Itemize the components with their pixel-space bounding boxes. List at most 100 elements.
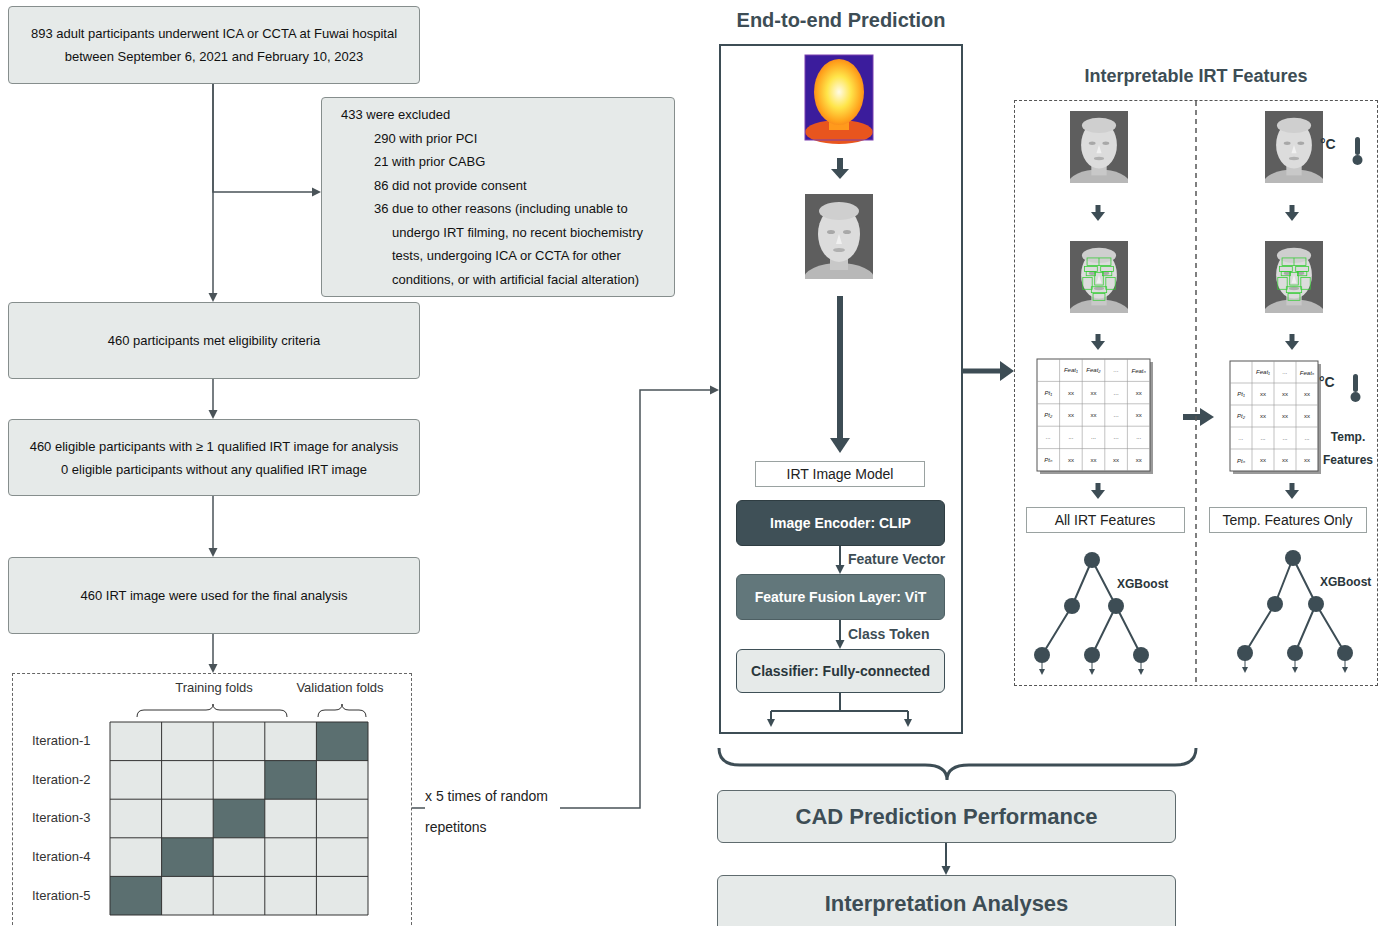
arrowhead [836,565,845,574]
iteration-label: Iteration-4 [32,849,91,864]
encoder-box: Image Encoder: CLIP [736,500,945,546]
connector [836,546,845,574]
grayscale-image [1083,258,1115,300]
node-text: 893 adult participants underwent ICA or … [23,22,405,68]
bracket [137,704,287,717]
table-cell: xx [1296,449,1318,471]
feature-table [1274,361,1275,471]
fold-grid [316,722,317,915]
fold-grid [162,838,214,877]
table-cell: xx [1252,383,1274,405]
fusion-box: Feature Fusion Layer: ViT [736,574,945,620]
decision-tree-icon [1084,552,1100,568]
table-cell: xx [1274,383,1296,405]
table-cell: xx [1127,381,1150,403]
grayscale-image [803,111,1325,328]
table-cell: xx [1274,405,1296,427]
fold-grid [316,722,368,761]
decision-tree-icon [1267,596,1283,612]
table-cell: ... [1037,426,1060,448]
flow-arrow [1285,212,1299,221]
table-cell: ... [1296,427,1318,449]
node-text: Interpretation Analyses [825,891,1069,917]
node-text: 0 eligible participants without any qual… [61,458,367,481]
grayscale-image [1263,111,1324,198]
fold-label: Validation folds [268,680,412,695]
decision-tree-icon [1292,667,1298,673]
classifier-output [771,693,908,720]
fold-grid [110,837,368,838]
flow-arrow [1091,490,1105,499]
flow-arrow [1096,483,1101,491]
table-cell: xx [1296,383,1318,405]
table-cell: Pt₂ [1037,404,1060,426]
flow-arrow [831,169,849,179]
flow-arrow [1285,490,1299,499]
decision-tree-icon [1034,550,1353,675]
decision-tree-icon [1342,667,1348,673]
fold-grid [161,722,162,915]
thermometer-icon [1351,392,1361,402]
connector-line [213,84,314,192]
connector-line [212,634,214,666]
feature-table [1230,449,1318,450]
fold-grid [265,761,317,800]
grayscale-image [803,194,875,297]
decision-tree-icon [1108,598,1124,614]
process-box: 460 participants met eligibility criteri… [8,302,420,379]
classifier-output [767,719,775,727]
flow-arrow [1096,334,1101,342]
feature-table [1037,448,1150,449]
iteration-label: Iteration-5 [32,888,91,903]
table-cell: xx [1060,404,1083,426]
feature-table [1230,427,1318,428]
decision-tree-icon [1337,645,1353,661]
feature-table [1230,361,1318,471]
decision-tree-icon [1138,669,1144,675]
connector [963,361,1014,381]
flow-arrow [1290,334,1295,342]
arrowhead [710,386,719,395]
iteration-label: Iteration-3 [32,810,91,825]
table-cell: xx [1105,449,1128,471]
table-cell: ... [1252,427,1274,449]
flow-arrow [837,296,843,440]
exclusion-box: 433 were excluded290 with prior PCI21 wi… [321,97,675,297]
table-cell: ... [1105,359,1128,381]
grayscale-image [1278,258,1310,300]
table-cell: xx [1127,404,1150,426]
table-cell: Ptₙ [1230,449,1252,471]
unit-label: °C [1320,136,1336,152]
flow-arrow [1096,205,1101,213]
fold-grid [110,722,368,915]
table-cell: Feat₂ [1082,359,1105,381]
node-text: 460 IRT image were used for the final an… [81,584,348,607]
table-cell: xx [1127,449,1150,471]
thermometer-icon [1355,137,1360,155]
table-cell: ... [1105,426,1128,448]
fold-grid [110,722,368,915]
node-text: Classifier: Fully-connected [751,663,930,679]
model-name: XGBoost [1117,577,1168,591]
connector-line [839,546,841,567]
repeat-note: x 5 times of random repetitons [425,781,560,843]
grayscale-image [1068,111,1129,198]
result-box: CAD Prediction Performance [717,790,1176,843]
fold-grid [110,722,368,915]
fold-grid [110,760,368,761]
decision-tree-icon [1064,598,1080,614]
flow-arrow [1183,414,1201,420]
bracket [137,704,366,717]
table-cell: xx [1082,449,1105,471]
fold-grid [213,799,265,838]
feature-table [1037,359,1321,474]
node-text: 36 due to other reasons (including unabl… [374,197,664,291]
node-text: 86 did not provide consent [374,174,664,198]
feature-table [1252,361,1253,471]
process-box: 460 eligible participants with ≥ 1 quali… [8,419,420,496]
table-cell: ... [1274,361,1296,383]
feature-table [1037,381,1150,382]
table-cell: ... [1230,427,1252,449]
table-cell: xx [1082,404,1105,426]
